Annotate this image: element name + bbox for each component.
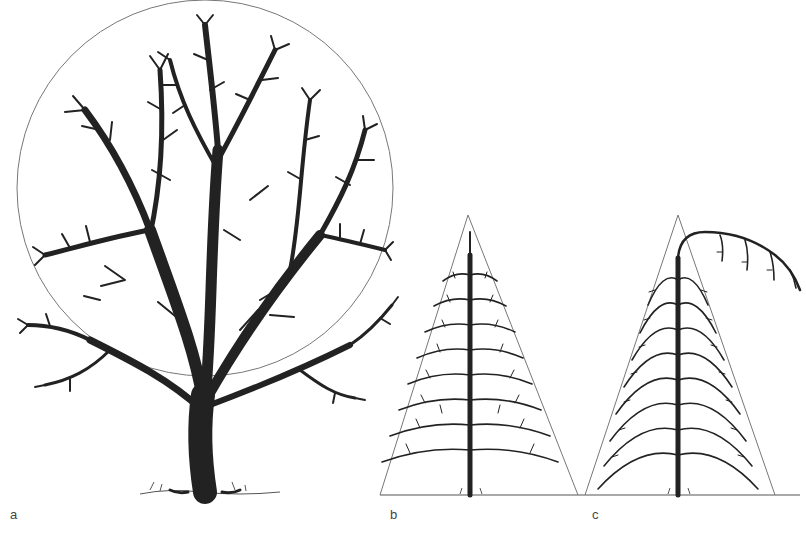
conifer-tree bbox=[382, 232, 558, 495]
weeping-conifer-tree bbox=[598, 232, 800, 495]
figure-letter: a bbox=[10, 508, 17, 521]
figure-letter: c bbox=[592, 508, 599, 521]
deciduous-tree bbox=[18, 15, 398, 493]
figure-letter: b bbox=[390, 508, 397, 521]
crown-outline bbox=[17, 0, 775, 495]
